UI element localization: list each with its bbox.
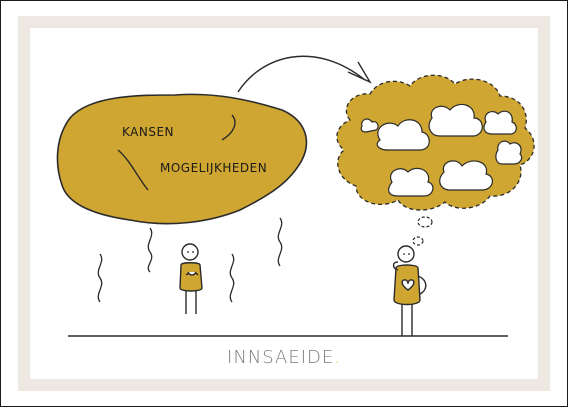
word-mogelijkheden: MOGELIJKHEDEN (160, 161, 267, 175)
brand-dot: . (334, 347, 341, 368)
brand-name: INNSAEIDE (227, 347, 335, 368)
arrow-arc (237, 55, 366, 93)
character-left (179, 243, 203, 314)
blob-stroke-2 (221, 114, 236, 141)
squiggles (97, 217, 283, 303)
brand-logo: INNSAEIDE. (0, 347, 568, 368)
opportunities-blob (56, 93, 308, 225)
thought-bubble-small (412, 236, 424, 246)
blob-stroke-1 (117, 149, 149, 191)
word-kansen: KANSEN (122, 125, 174, 139)
cloud-shapes (360, 103, 523, 197)
thought-bubble-large (417, 216, 433, 228)
arrow-head (347, 61, 372, 84)
character-right (392, 245, 427, 336)
